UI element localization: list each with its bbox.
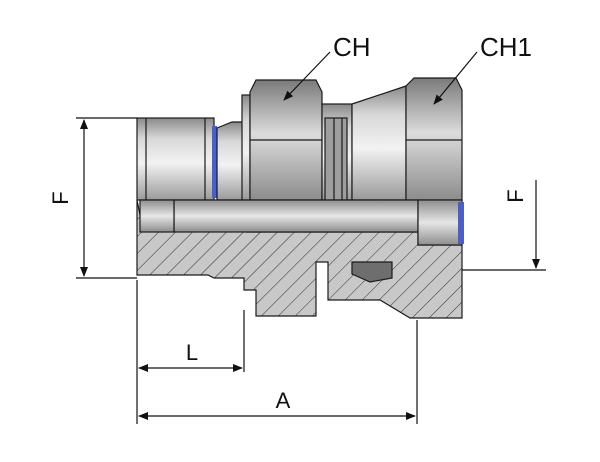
dimension-a-label: A [276, 388, 291, 413]
swivel-nut-hex-ch1 [405, 77, 463, 201]
face-seal-ring [458, 202, 464, 244]
stud-seal-ring [212, 126, 217, 198]
callout-ch1: CH1 [433, 32, 532, 105]
dimension-f-left-label: F [48, 191, 73, 204]
threaded-stud [136, 117, 215, 201]
callout-ch-label: CH [333, 32, 371, 62]
dimension-l-label: L [186, 340, 198, 365]
dimension-a: A [138, 320, 418, 424]
dimension-f-left: F [48, 117, 137, 279]
dimension-f-right-label: F [503, 189, 528, 202]
dimension-f-right: F [462, 180, 546, 271]
callout-ch1-label: CH1 [480, 32, 532, 62]
dimension-l: L [136, 280, 245, 424]
fitting-exterior-half [136, 77, 463, 201]
fitting-cutaway-section [136, 199, 464, 319]
bore-passage [173, 199, 419, 233]
callout-ch: CH [283, 32, 371, 101]
